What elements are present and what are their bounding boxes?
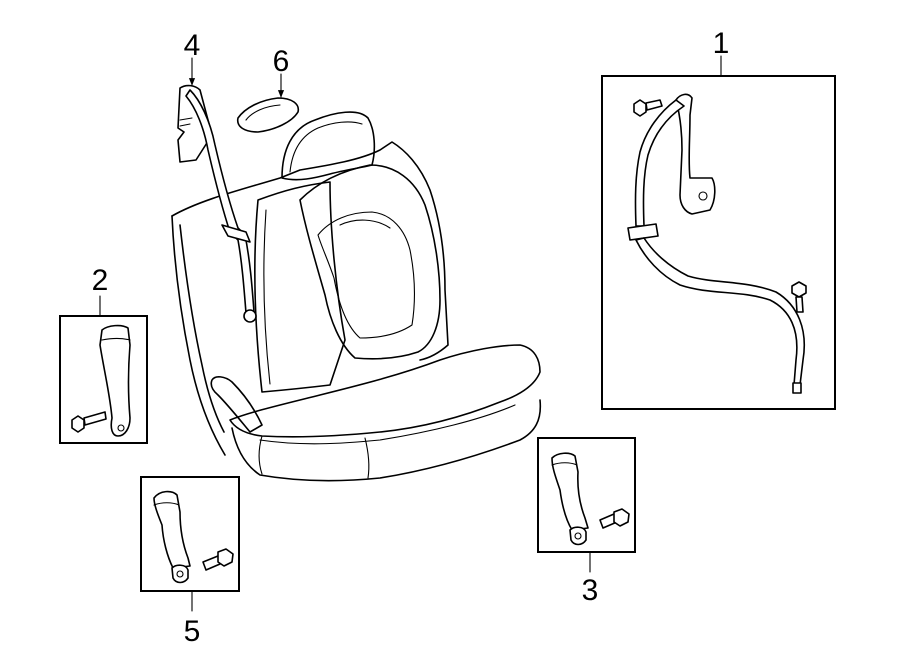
callout-5: 5 [184,615,201,648]
part-3-buckle [551,452,630,546]
callout-6: 6 [273,45,290,78]
part-5-buckle [153,490,234,584]
part-4-shoulder-belt [177,84,257,323]
part-1-box [601,75,836,410]
callout-1: 1 [713,27,730,60]
callout-3: 3 [582,574,599,607]
part-5-box [140,476,240,592]
part-2-buckle [71,324,131,437]
callout-4: 4 [184,29,201,62]
rear-seat-illustration [171,111,542,482]
callout-2: 2 [92,264,109,297]
part-6-pad [236,97,300,133]
part-3-box [537,437,636,553]
part-2-box [59,315,148,444]
part-1-retractor-belt [627,93,807,394]
